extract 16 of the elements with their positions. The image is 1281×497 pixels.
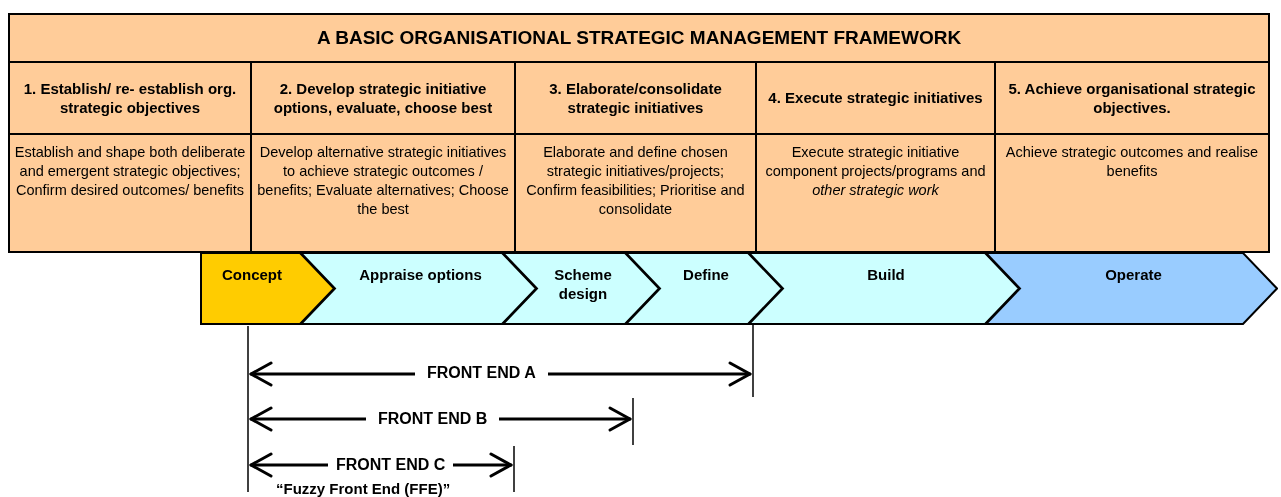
title-cell: A BASIC ORGANISATIONAL STRATEGIC MANAGEMENT FRAMEWORK <box>8 13 1270 64</box>
stage-description-cell: Execute strategic initiative component projects/programs and other strategic work <box>755 133 996 253</box>
dimension-note: “Fuzzy Front End (FFE)” <box>276 481 451 496</box>
stage-header-cell: 3. Elaborate/consolidate strategic initiatives <box>514 61 757 136</box>
stage-description-cell: Elaborate and define chosen strategic initiatives/projects; Confirm feasibilities; Prioritise and consolidate <box>514 133 757 253</box>
phase-label: Appraise options <box>359 266 482 285</box>
stage-header-cell: 5. Achieve organisational strategic objectives. <box>994 61 1270 136</box>
phase-label: Operate <box>1105 266 1162 285</box>
stage-header-cell: 1. Establish/ re- establish org. strategic objectives <box>8 61 252 136</box>
stage-header-cell: 4. Execute strategic initiatives <box>755 61 996 136</box>
stage-description-cell: Establish and shape both deliberate and emergent strategic objectives; Confirm desired outcomes/ benefits <box>8 133 252 253</box>
stage-description-cell: Achieve strategic outcomes and realise benefits <box>994 133 1270 253</box>
stage-description-cell: Develop alternative strategic initiatives to achieve strategic outcomes / benefits; Evaluate alternatives; Choose the best <box>250 133 516 253</box>
stage-header-cell: 2. Develop strategic initiative options, evaluate, choose best <box>250 61 516 136</box>
phase-label: Define <box>683 266 729 285</box>
phase-label: Scheme design <box>553 266 613 304</box>
